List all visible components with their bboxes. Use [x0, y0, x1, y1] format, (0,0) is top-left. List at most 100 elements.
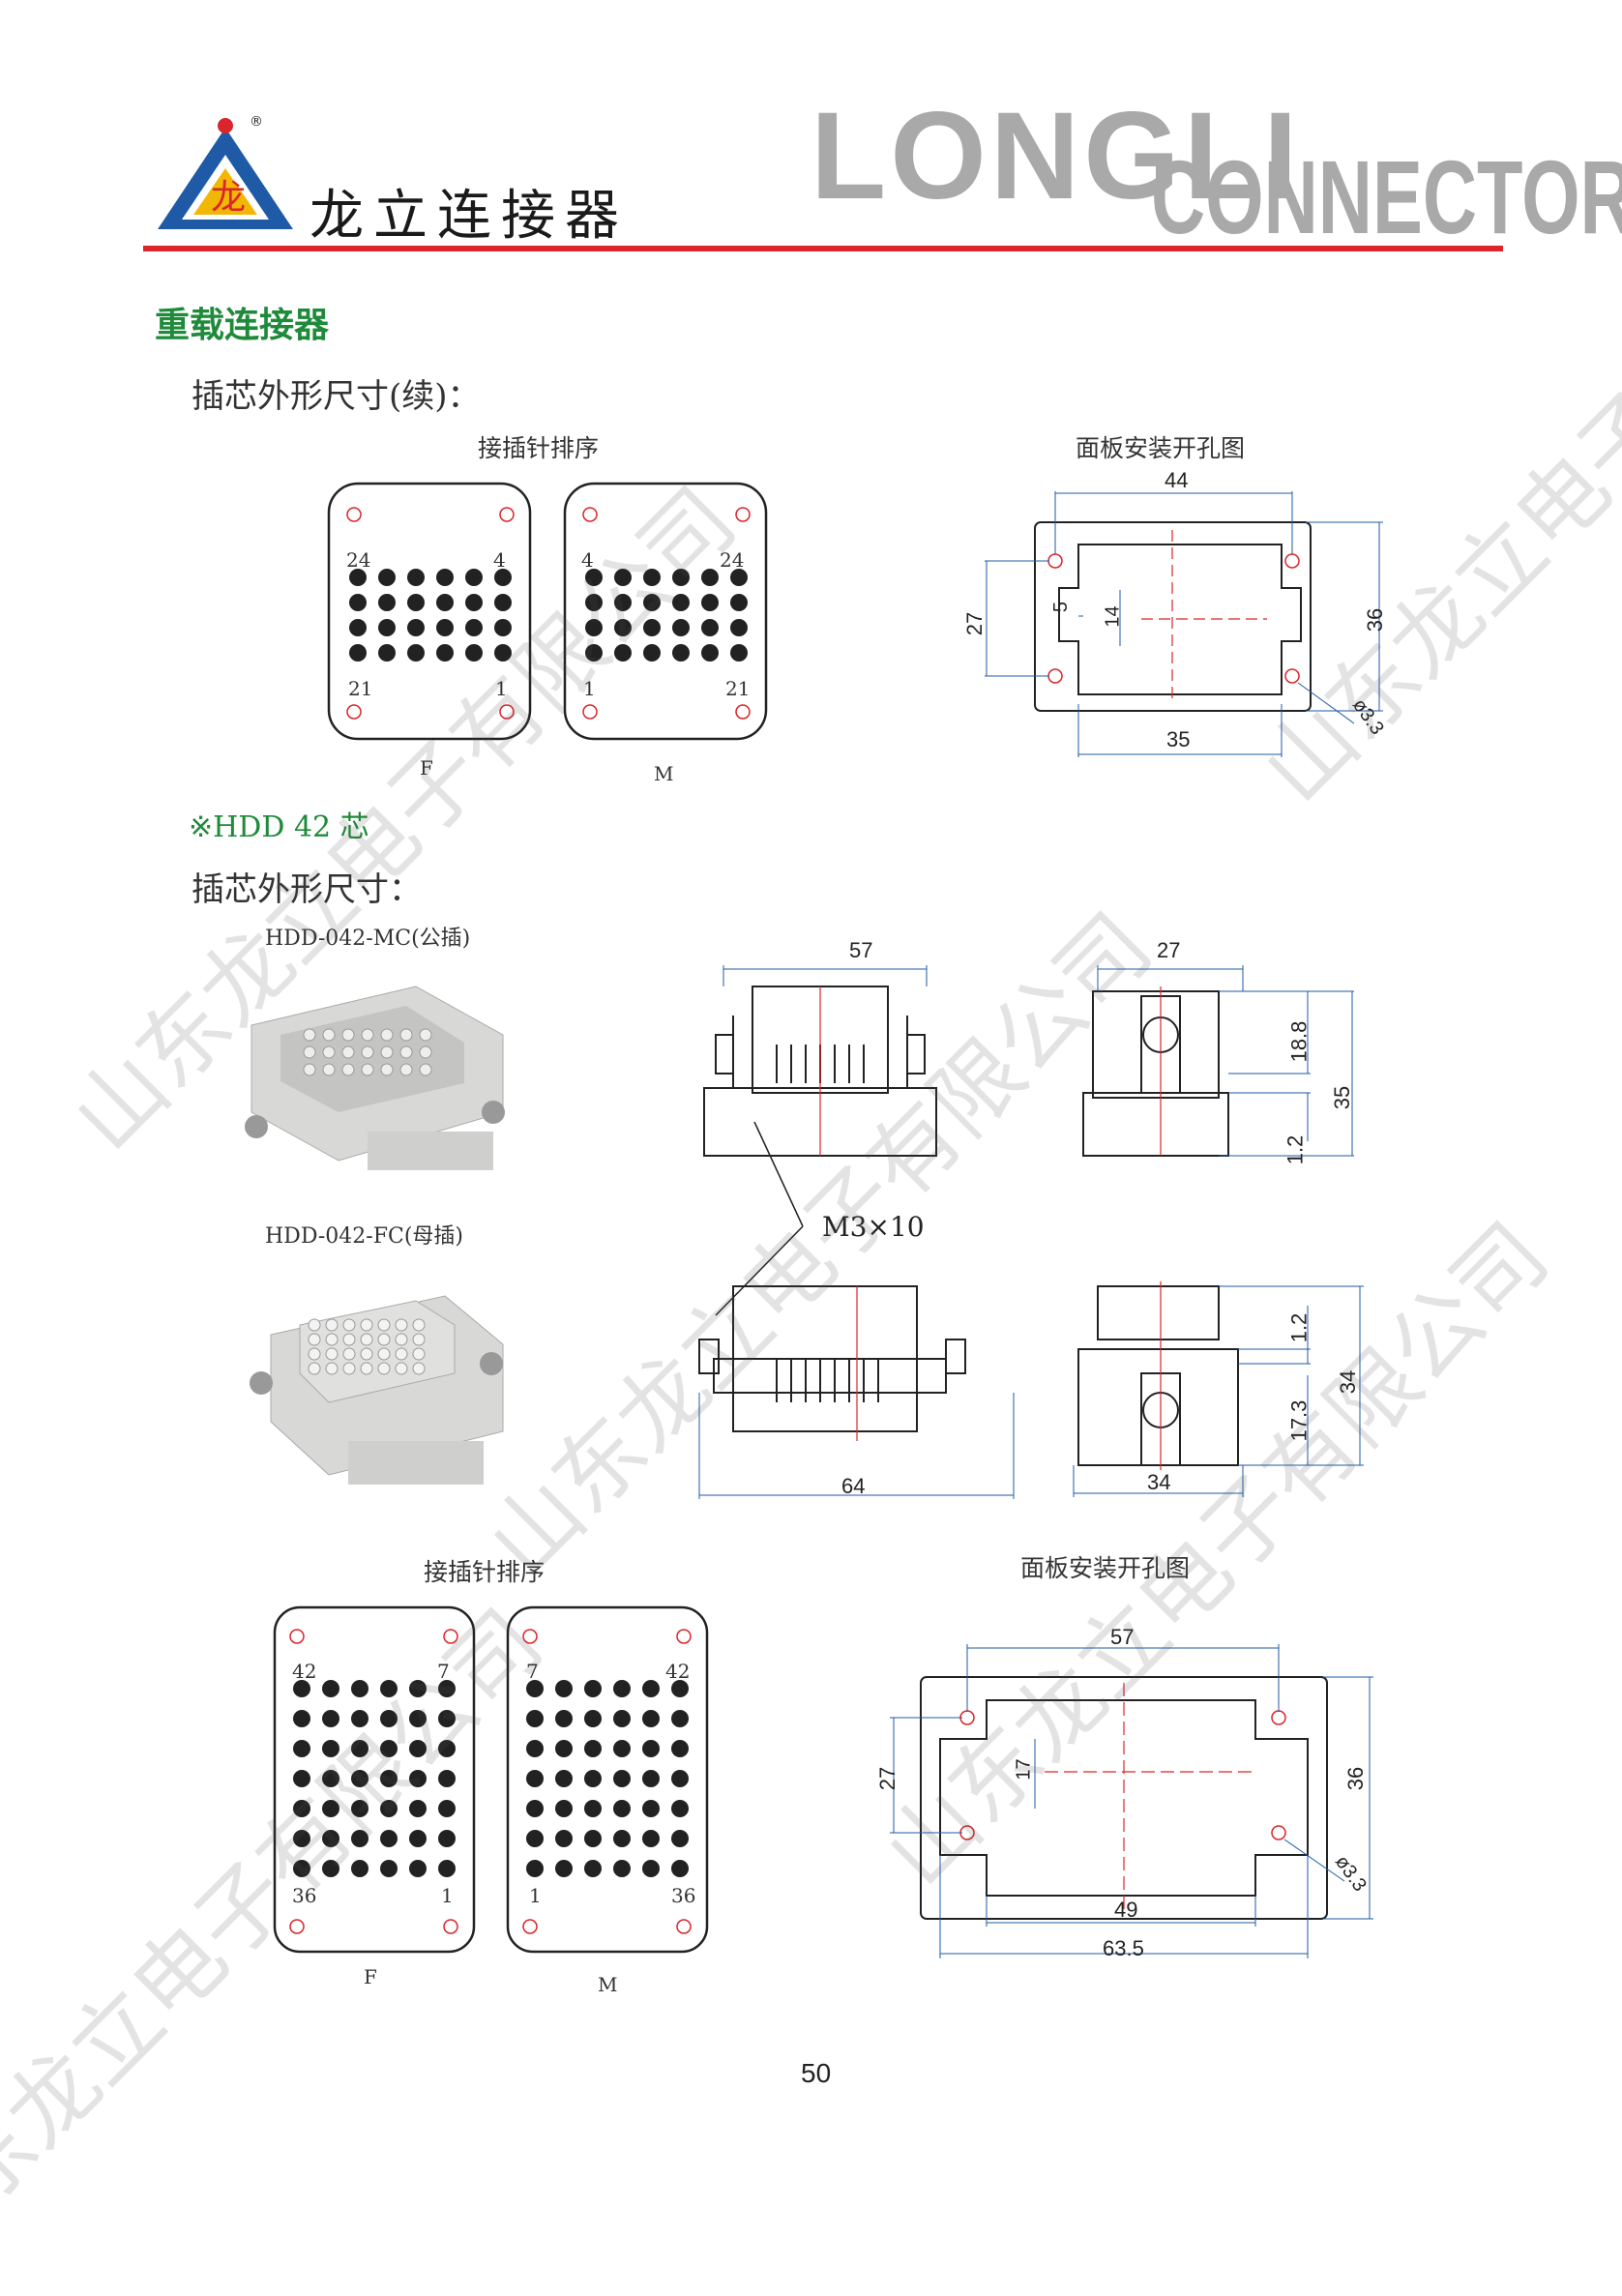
pin-contact — [303, 1028, 316, 1042]
pin-contact — [322, 1860, 339, 1877]
pin-label-bl: 1 — [583, 677, 596, 700]
pin-contact — [351, 1710, 369, 1727]
pin-contact — [642, 1860, 660, 1877]
pin-contact — [526, 1860, 544, 1877]
pin-contact — [585, 569, 603, 586]
pin-contact — [293, 1680, 310, 1697]
pin-contact — [360, 1333, 373, 1346]
pin-contact — [555, 1860, 573, 1877]
pin-contact — [349, 594, 367, 611]
pin-contact — [642, 1800, 660, 1817]
pin-contact — [412, 1333, 426, 1346]
pin-contact — [293, 1770, 310, 1787]
pin-contact — [293, 1710, 310, 1727]
pin-contact — [642, 1740, 660, 1757]
pin-contact — [377, 1362, 391, 1375]
pin-contact — [584, 1680, 602, 1697]
pin-label-bl: 21 — [348, 677, 373, 700]
female-h2-dim: 17.3 — [1286, 1399, 1312, 1442]
pin-contact — [322, 1028, 336, 1042]
page-number: 50 — [801, 2058, 832, 2088]
pin-contact — [465, 569, 483, 586]
dim-inner: 14 — [1102, 605, 1124, 628]
female-width-dim: 64 — [841, 1474, 866, 1498]
pin-contact — [361, 1045, 374, 1059]
pin-label-tl: 7 — [526, 1660, 539, 1683]
female-side-width-dim: 34 — [1147, 1470, 1171, 1494]
pin-contact — [322, 1710, 339, 1727]
pin-contact — [613, 1830, 631, 1847]
panel-cutout-drawing-24 — [985, 491, 1383, 757]
pin-label-br: 21 — [725, 677, 751, 700]
pin-contact — [419, 1045, 432, 1059]
pin-contact — [671, 1830, 689, 1847]
pin-contact — [341, 1063, 355, 1076]
male-front-view-drawing — [703, 965, 937, 1157]
pin-contact — [399, 1045, 413, 1059]
part1-subtitle: 插芯外形尺寸(续)： — [192, 377, 481, 416]
pin-contact — [377, 1333, 391, 1346]
pin-contact — [671, 1860, 689, 1877]
pin-contact — [380, 1860, 398, 1877]
female-caption: HDD-042-FC(母插) — [265, 1224, 463, 1249]
pin-contact — [325, 1318, 339, 1332]
pin-label-tr: 42 — [665, 1660, 691, 1683]
pin-contact — [526, 1830, 544, 1847]
pin-contact — [613, 1680, 631, 1697]
pin-contact — [642, 1830, 660, 1847]
screw-leader-lines — [715, 1121, 804, 1316]
pin-contact — [438, 1800, 456, 1817]
pin-contact — [293, 1860, 310, 1877]
pin-contact — [308, 1362, 321, 1375]
pin-contact — [438, 1680, 456, 1697]
company-logo: 龙 — [158, 118, 293, 229]
brand-name-cn: 龙立连接器 — [310, 185, 629, 248]
pin-contact — [360, 1318, 373, 1332]
pin-label-tr: 7 — [437, 1660, 450, 1683]
pin-f-label: F — [364, 1965, 377, 1988]
pin-contact — [436, 644, 454, 662]
pin-contact — [378, 569, 396, 586]
pin-contact — [584, 1710, 602, 1727]
pin-contact — [526, 1710, 544, 1727]
pin-contact — [380, 1063, 394, 1076]
pin-contact — [395, 1333, 408, 1346]
pin-contact — [730, 594, 748, 611]
dim-bottom: 35 — [1166, 727, 1191, 751]
pin-contact — [342, 1333, 356, 1346]
pin-contact — [341, 1028, 355, 1042]
pin-contact — [322, 1740, 339, 1757]
pin-contact — [584, 1830, 602, 1847]
pin-contact — [671, 1800, 689, 1817]
pin-label-tl: 24 — [346, 548, 371, 572]
pin-contact — [494, 619, 512, 636]
pin-contact — [380, 1045, 394, 1059]
pin-contact — [378, 619, 396, 636]
pin-contact — [671, 1680, 689, 1697]
header-rule — [143, 246, 1503, 251]
dim-height-left: 27 — [962, 611, 988, 636]
female-htotal-dim: 34 — [1336, 1369, 1361, 1395]
pin-contact — [325, 1347, 339, 1361]
pin-contact — [322, 1045, 336, 1059]
pin-label-tr: 4 — [493, 548, 506, 572]
pin-contact — [613, 1860, 631, 1877]
pin-contact — [614, 569, 632, 586]
pin-contact — [308, 1333, 321, 1346]
pin-contact — [730, 619, 748, 636]
pin-contact — [380, 1710, 398, 1727]
pin-contact — [322, 1800, 339, 1817]
pin-contact — [555, 1710, 573, 1727]
pin-contact — [701, 644, 719, 662]
part1-pin-caption: 接插针排序 — [478, 434, 600, 462]
wordmark-longli: LONGLI — [811, 87, 1302, 225]
pin-contact — [322, 1063, 336, 1076]
pin-contact — [701, 594, 719, 611]
pin-contact — [672, 644, 690, 662]
male-side-view-drawing — [1082, 965, 1354, 1157]
pin-contact — [407, 569, 425, 586]
dim-width: 44 — [1165, 468, 1189, 492]
dim-height-right: 36 — [1343, 1766, 1369, 1791]
pin-contact — [585, 619, 603, 636]
pin-contact — [613, 1770, 631, 1787]
